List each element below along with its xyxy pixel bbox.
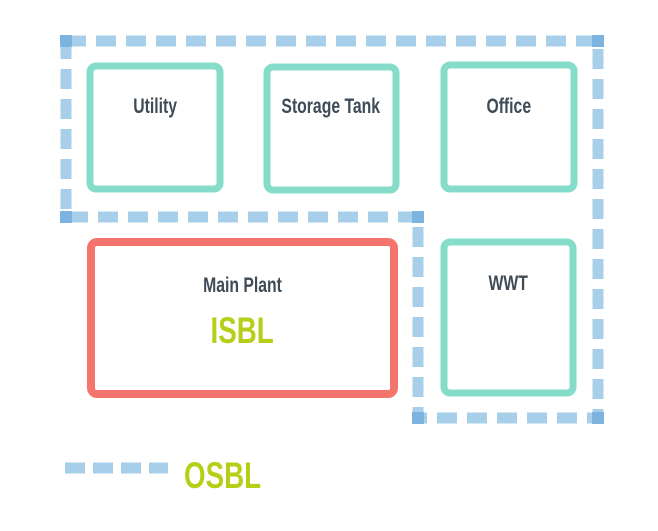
osbl-corner-bottom-right [592,412,604,424]
osbl-corner-left [60,211,72,223]
osbl-corner-top-right [592,35,604,47]
box-label-office-text: Office [486,95,531,118]
box-label-utility: Utility [87,96,224,117]
box-storage-tank [263,63,400,194]
isbl-label-text: ISBL [210,310,275,351]
osbl-legend-label: OSBL [184,457,287,494]
osbl-corner-top-left [60,35,72,47]
box-label-wwt: WWT [440,273,576,294]
osbl-corner-inner [412,211,424,223]
box-main-plant [87,238,398,398]
box-office [440,61,578,193]
osbl-corner-bottom-inner [412,412,424,424]
box-label-main-plant: Main Plant [87,275,398,296]
box-label-office: Office [440,96,577,117]
box-label-wwt-text: WWT [488,272,528,295]
box-label-storage-tank: Storage Tank [263,96,399,117]
box-label-storage-tank-text: Storage Tank [281,95,381,118]
box-label-main-plant-text: Main Plant [203,274,282,297]
isbl-label: ISBL [87,312,398,349]
box-utility [86,62,224,193]
box-wwt [440,238,577,397]
box-label-utility-text: Utility [133,95,178,118]
osbl-legend-label-text: OSBL [184,455,262,496]
